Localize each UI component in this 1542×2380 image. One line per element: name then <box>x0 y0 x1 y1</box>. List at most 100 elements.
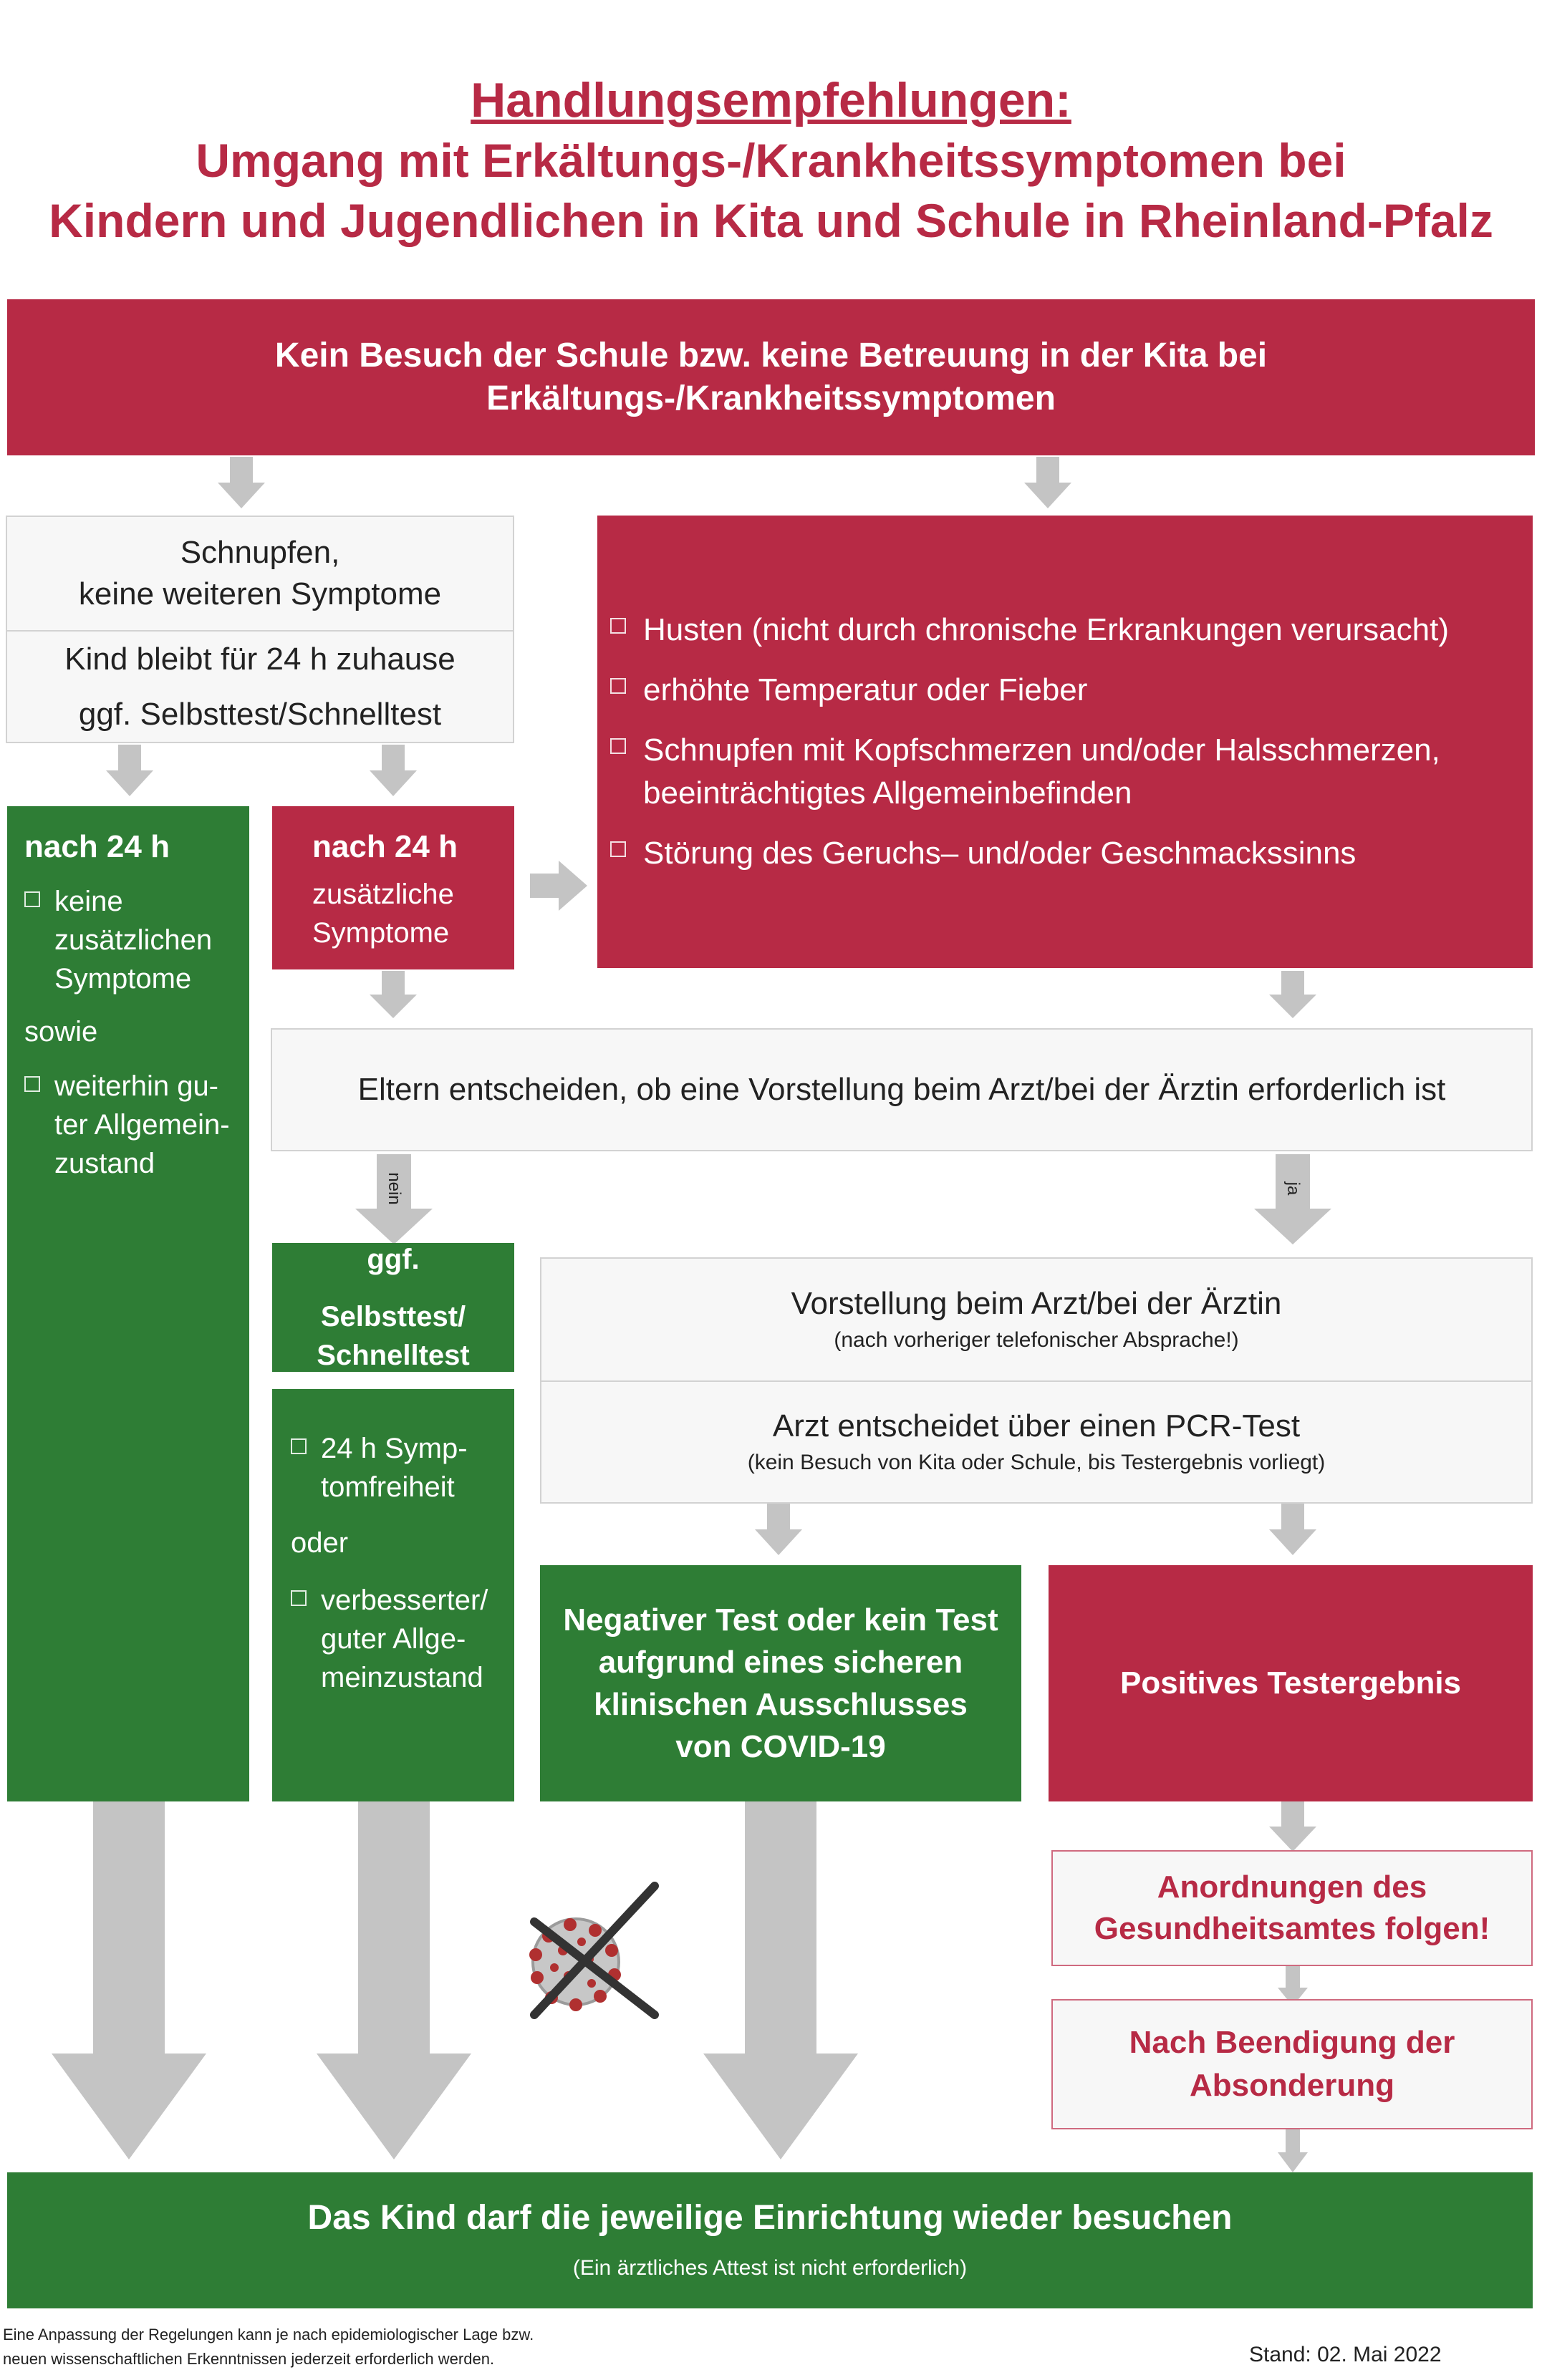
title-line-3: Kindern und Jugendlichen in Kita und Sch… <box>49 194 1493 247</box>
extra-symptoms-box: nach 24 h zusätzliche Symptome <box>272 806 514 969</box>
checkbox-icon <box>610 678 626 694</box>
negative-l2: aufgrund eines sicheren <box>598 1645 963 1680</box>
connector-sowie: sowie <box>24 1016 98 1048</box>
symptom-headache-text-2: beeinträchtigtes Allgemeinbefinden <box>643 775 1132 811</box>
label-nein: nein <box>380 1161 408 1216</box>
footer-date-text: Stand: 02. Mai 2022 <box>1249 2343 1442 2366</box>
symptom-fever: erhöhte Temperatur oder Fieber <box>610 669 1533 712</box>
isolation-l1: Nach Beendigung der <box>1129 2025 1455 2060</box>
arrow-down-10 <box>1278 1966 1308 2006</box>
checkbox-icon <box>610 841 626 857</box>
checkbox-icon <box>610 618 626 634</box>
title-line-1: Handlungsempfehlungen: <box>471 73 1071 127</box>
negative-test-box: Negativer Test oder kein Test aufgrund e… <box>540 1565 1021 1801</box>
label-ja-text: ja <box>1283 1181 1303 1196</box>
isolation-l2: Absonderung <box>1190 2068 1394 2103</box>
symptom-fever-text: erhöhte Temperatur oder Fieber <box>643 672 1088 707</box>
no-symptoms-l2: zusätzlichen <box>54 924 213 956</box>
good-condition-item: weiterhin gu-ter Allgemein-zustand <box>24 1067 249 1183</box>
big-arrow-middle <box>317 1801 471 2159</box>
health-office-box: Anordnungen des Gesundheitsamtes folgen! <box>1051 1850 1533 1966</box>
improved-l1: verbesserter/ <box>321 1585 488 1616</box>
negative-l4: von COVID-19 <box>675 1729 886 1764</box>
optional-selftest-box: ggf. Selbsttest/ Schnelltest <box>272 1243 514 1372</box>
optional-selftest-l1: ggf. <box>367 1244 420 1275</box>
stay-home-text: Kind bleibt für 24 h zuhause <box>64 642 456 677</box>
extra-symptoms-l2: Symptome <box>312 917 450 949</box>
no-attendance-line-2: Erkältungs-/Krankheitssymptomen <box>486 379 1056 417</box>
sniffles-line-1: Schnupfen, <box>180 535 340 570</box>
symptom-cough: Husten (nicht durch chronische Erkrankun… <box>610 609 1533 652</box>
improved-l3: meinzustand <box>321 1662 483 1693</box>
health-office-l1: Anordnungen des <box>1157 1869 1427 1905</box>
doctor-visit-title: Vorstellung beim Arzt/bei der Ärztin <box>791 1286 1282 1321</box>
stay-home-row: Kind bleibt für 24 h zuhause <box>7 632 513 687</box>
symptom-cough-text: Husten (nicht durch chronische Erkrankun… <box>643 612 1449 647</box>
label-ja: ja <box>1278 1161 1307 1216</box>
checkbox-icon <box>291 1590 307 1606</box>
arrow-down-6 <box>1269 971 1316 1018</box>
arrow-down-5 <box>370 971 417 1018</box>
optional-selftest-l3: Schnelltest <box>317 1340 470 1371</box>
label-nein-text: nein <box>385 1172 404 1205</box>
symptom-smell-text: Störung des Geruchs– und/oder Geschmacks… <box>643 836 1357 871</box>
no-attendance-box: Kein Besuch der Schule bzw. keine Betreu… <box>7 299 1535 455</box>
sniffles-header: Schnupfen, keine weiteren Symptome <box>7 517 513 632</box>
arrow-right <box>530 861 587 911</box>
isolation-end-box: Nach Beendigung der Absonderung <box>1051 1999 1533 2129</box>
title-line-2: Umgang mit Erkältungs-/Krankheitssymptom… <box>196 134 1346 187</box>
page-title: Handlungsempfehlungen: Umgang mit Erkält… <box>0 70 1542 251</box>
arrow-down-9 <box>1269 1801 1316 1852</box>
extra-symptoms-l1: zusätzliche <box>312 879 454 910</box>
symptom-free-column: 24 h Symp-tomfreiheit oder verbesserter/… <box>272 1389 514 1801</box>
negative-l1: Negativer Test oder kein Test <box>563 1602 998 1638</box>
no-symptoms-l1: keine <box>54 886 123 917</box>
good-condition-l3: zustand <box>54 1148 155 1179</box>
good-condition-l1: weiterhin gu- <box>54 1070 219 1102</box>
arrow-down-8 <box>1269 1504 1316 1555</box>
symptom-free-l2: tomfreiheit <box>321 1471 455 1503</box>
may-return-box: Das Kind darf die jeweilige Einrichtung … <box>7 2172 1533 2308</box>
checkbox-icon <box>291 1438 307 1454</box>
may-return-title: Das Kind darf die jeweilige Einrichtung … <box>307 2199 1233 2237</box>
big-arrow-left <box>52 1801 206 2159</box>
symptoms-box: Husten (nicht durch chronische Erkrankun… <box>597 516 1533 968</box>
symptom-smell: Störung des Geruchs– und/oder Geschmacks… <box>610 832 1533 875</box>
checkbox-icon <box>610 738 626 754</box>
no-symptoms-l3: Symptome <box>54 963 192 995</box>
arrow-down-7 <box>755 1504 802 1555</box>
parents-decide-text: Eltern entscheiden, ob eine Vorstellung … <box>357 1072 1446 1107</box>
symptom-free-l1: 24 h Symp- <box>321 1433 468 1464</box>
sniffles-line-2: keine weiteren Symptome <box>78 576 442 611</box>
arrow-down-4 <box>370 745 417 796</box>
no-symptoms-heading: nach 24 h <box>24 829 170 864</box>
crossed-virus-icon <box>484 1879 678 2022</box>
pcr-decision-title: Arzt entscheidet über einen PCR-Test <box>772 1408 1301 1443</box>
arrow-down-1 <box>218 457 265 508</box>
footer-note: Eine Anpassung der Regelungen kann je na… <box>3 2323 534 2371</box>
may-return-note: (Ein ärztliches Attest ist nicht erforde… <box>572 2256 968 2280</box>
doctor-visit-box: Vorstellung beim Arzt/bei der Ärztin (na… <box>540 1257 1533 1504</box>
footer-line-2: neuen wissenschaftlichen Erkenntnissen j… <box>3 2350 495 2368</box>
arrow-down-11 <box>1278 2129 1308 2172</box>
positive-text: Positives Testergebnis <box>1119 1665 1462 1701</box>
connector-oder: oder <box>291 1527 349 1559</box>
sniffles-box: Schnupfen, keine weiteren Symptome Kind … <box>6 516 514 743</box>
self-test-text: ggf. Selbsttest/Schnelltest <box>78 697 442 732</box>
negative-l3: klinischen Ausschlusses <box>594 1687 968 1722</box>
no-attendance-line-1: Kein Besuch der Schule bzw. keine Betreu… <box>274 337 1268 374</box>
good-condition-l2: ter Allgemein- <box>54 1109 230 1141</box>
symptom-free-item: 24 h Symp-tomfreiheit <box>291 1429 514 1506</box>
checkbox-icon <box>24 891 40 907</box>
extra-symptoms-heading: nach 24 h <box>312 829 458 864</box>
doctor-visit-note: (nach vorheriger telefonischer Absprache… <box>834 1328 1239 1352</box>
symptom-headache: Schnupfen mit Kopfschmerzen und/oder Hal… <box>610 729 1533 815</box>
arrow-nein <box>355 1154 433 1244</box>
improved-l2: guter Allge- <box>321 1623 466 1655</box>
parents-decide-box: Eltern entscheiden, ob eine Vorstellung … <box>271 1028 1533 1151</box>
pcr-decision-note: (kein Besuch von Kita oder Schule, bis T… <box>747 1451 1326 1474</box>
positive-test-box: Positives Testergebnis <box>1049 1565 1533 1801</box>
arrow-ja <box>1254 1154 1331 1244</box>
